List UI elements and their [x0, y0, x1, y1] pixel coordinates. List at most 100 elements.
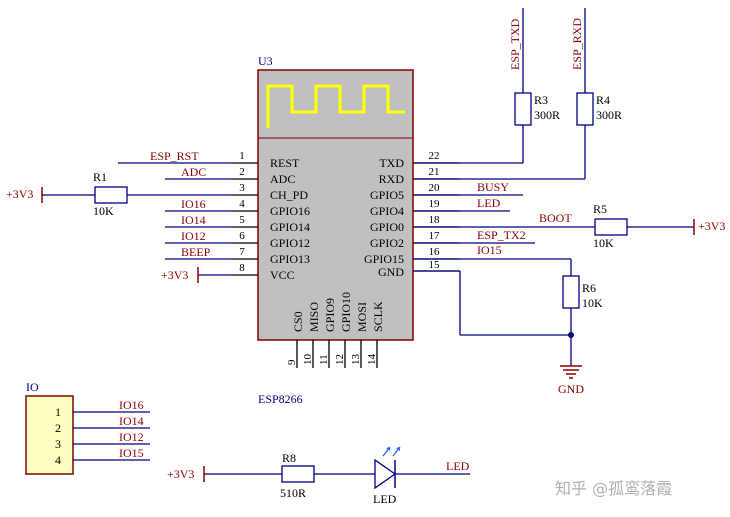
watermark: 知乎 @孤鸾落霞: [555, 479, 672, 498]
resistor-r6: [562, 275, 580, 366]
module-name: ESP8266: [258, 392, 303, 406]
pin-number: 16: [429, 246, 441, 258]
pin-name: GPIO9: [323, 298, 337, 332]
led-net-label: LED: [446, 459, 470, 473]
net-label-busy: BUSY: [477, 180, 509, 194]
io-pin-number: 4: [55, 453, 61, 467]
pin-name: CS0: [291, 311, 305, 332]
vcc-power-label: +3V3: [161, 268, 188, 282]
pin-number: 15: [429, 259, 441, 271]
io-pin-number: 3: [55, 437, 61, 451]
io-net-label: IO14: [119, 414, 144, 428]
pin-name: RXD: [379, 172, 405, 186]
right-nets: [413, 194, 595, 336]
r4-ref: R4: [596, 93, 610, 107]
led-ref: LED: [373, 492, 397, 506]
pin-number: 20: [429, 182, 441, 194]
pin-number: 8: [239, 262, 245, 274]
net-label-esp-rxd: ESP_RXD: [570, 18, 584, 70]
net-label-io12: IO12: [181, 229, 206, 243]
pin-name: GND: [378, 265, 404, 279]
pin-name: MISO: [307, 302, 321, 332]
net-label-io15: IO15: [477, 243, 502, 257]
io-pin-number: 2: [55, 421, 61, 435]
pin-number: 21: [429, 166, 440, 178]
r6-value: 10K: [582, 296, 603, 310]
net-label-io16: IO16: [181, 197, 206, 211]
pin-number: 11: [318, 354, 330, 365]
module-designator: U3: [258, 54, 273, 68]
pin-name: GPIO16: [270, 204, 310, 218]
led-diode-icon: [374, 458, 397, 490]
pin-number: 2: [239, 166, 245, 178]
net-label-esp-txd: ESP_TXD: [508, 18, 522, 70]
pin-name: GPIO14: [270, 220, 310, 234]
antenna-area: [257, 69, 414, 139]
net-label-led: LED: [477, 196, 501, 210]
net-label-esp-tx2: ESP_TX2: [477, 228, 526, 242]
io-pin-number: 1: [55, 405, 61, 419]
r8-ref: R8: [282, 451, 296, 465]
pin-number: 18: [429, 214, 441, 226]
pin-number: 4: [239, 198, 245, 210]
net-label-beep: BEEP: [181, 245, 211, 259]
left-nets: ESP_RST ADC IO16 IO14 IO12 BEEP +3V3: [118, 149, 234, 283]
pin-number: 14: [366, 354, 378, 366]
resistor-r3: [413, 8, 532, 164]
r1-ref: R1: [93, 170, 107, 184]
led-power-label: +3V3: [167, 467, 194, 481]
antenna-trace-icon: [266, 84, 405, 128]
r3-value: 300R: [534, 108, 560, 122]
pin-number: 17: [429, 230, 441, 242]
left-pins: 1 2 3 4 5 6 7 8 REST ADC CH_PD GPIO16 GP…: [234, 150, 310, 282]
r1-value: 10K: [93, 204, 114, 218]
pin-name: GPIO2: [370, 236, 404, 250]
pin-number: 1: [239, 150, 245, 162]
pin-name: REST: [270, 156, 300, 170]
resistor-r4: [413, 8, 594, 180]
pin-name: MOSI: [355, 302, 369, 332]
net-label-esp-rst: ESP_RST: [150, 149, 199, 163]
r5-power-label: +3V3: [698, 219, 725, 233]
r6-ref: R6: [582, 281, 596, 295]
r1-power-label: +3V3: [6, 187, 33, 201]
resistor-r1: [41, 186, 234, 204]
pin-name: CH_PD: [270, 188, 308, 202]
io-net-label: IO12: [119, 430, 144, 444]
led-circuit: [203, 446, 470, 490]
right-pins: 22 21 20 19 18 17 16 15 TXD RXD GPIO5 GP…: [364, 150, 460, 279]
io-header-title: IO: [26, 380, 39, 394]
pin-number: 13: [350, 354, 362, 366]
pin-number: 12: [334, 354, 346, 365]
pin-name: GPIO12: [270, 236, 310, 250]
pin-number: 3: [239, 182, 245, 194]
io-net-label: IO16: [119, 398, 144, 412]
ground-symbol-icon: [560, 365, 582, 379]
r8-value: 510R: [280, 486, 306, 500]
pin-name: GPIO5: [370, 188, 404, 202]
resistor-r5: [594, 218, 695, 236]
r5-value: 10K: [593, 236, 614, 250]
pin-number: 7: [239, 246, 245, 258]
r5-ref: R5: [593, 202, 607, 216]
esp8266-module-body: [257, 69, 414, 341]
net-label-io14: IO14: [181, 213, 206, 227]
net-label-boot: BOOT: [539, 211, 572, 225]
pin-name: GPIO13: [270, 252, 310, 266]
pin-name: GPIO4: [370, 204, 404, 218]
io-header-wires: [73, 411, 150, 461]
pin-name: GPIO10: [339, 292, 353, 332]
pin-name: ADC: [270, 172, 295, 186]
pin-name: GPIO15: [364, 252, 404, 266]
pin-number: 5: [239, 214, 245, 226]
net-label-adc: ADC: [181, 165, 206, 179]
io-header-body: [25, 395, 74, 475]
pin-number: 22: [429, 150, 440, 162]
r4-value: 300R: [596, 108, 622, 122]
r3-ref: R3: [534, 93, 548, 107]
pin-number: 9: [286, 359, 298, 365]
pin-number: 10: [302, 354, 314, 366]
pin-name: VCC: [270, 268, 295, 282]
